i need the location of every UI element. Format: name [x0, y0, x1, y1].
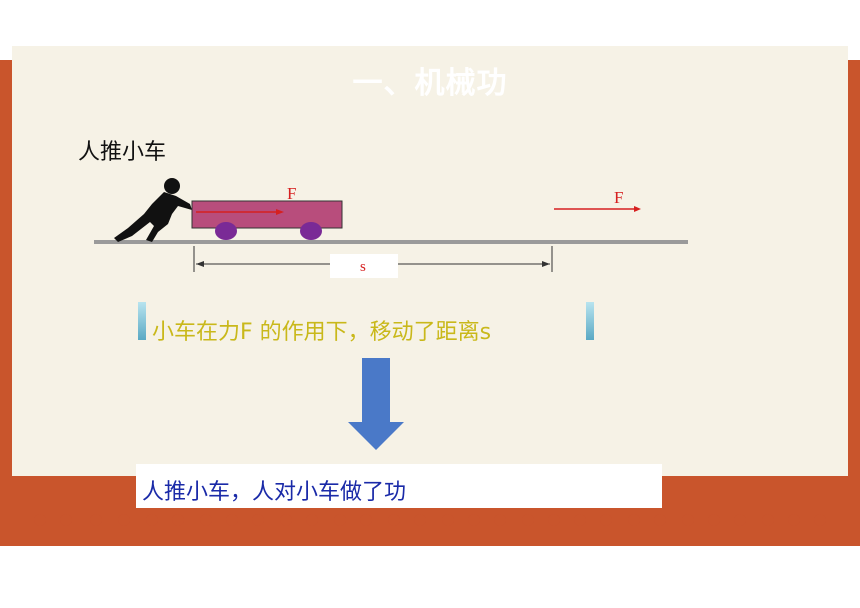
force-label-left: F	[287, 184, 296, 203]
distance-label-bg	[330, 254, 398, 278]
description-bar-right	[586, 302, 594, 340]
force-arrowhead-left	[276, 209, 284, 215]
cart-body	[191, 200, 343, 229]
slide-paper	[12, 46, 848, 476]
page-title: 一、机械功	[352, 66, 508, 101]
distance-arrowhead-left	[196, 261, 204, 267]
description-text: 小车在力F 的作用下，移动了距离s	[152, 320, 492, 345]
person-icon	[114, 178, 192, 242]
conclusion-box: 人推小车，人对小车做了功	[136, 464, 662, 508]
scene-label: 人推小车	[78, 140, 167, 165]
distance-label: s	[360, 259, 366, 275]
cart-wheel-left	[215, 222, 237, 240]
distance-arrowhead-right	[542, 261, 550, 267]
cart-wheel-right	[300, 222, 322, 240]
description-bar-left	[138, 302, 146, 340]
decorative-dots	[34, 514, 826, 526]
conclusion-text: 人推小车，人对小车做了功	[142, 480, 407, 505]
force-arrowhead-right	[634, 206, 641, 212]
force-label-right: F	[614, 188, 623, 207]
down-arrow-icon	[348, 358, 404, 450]
